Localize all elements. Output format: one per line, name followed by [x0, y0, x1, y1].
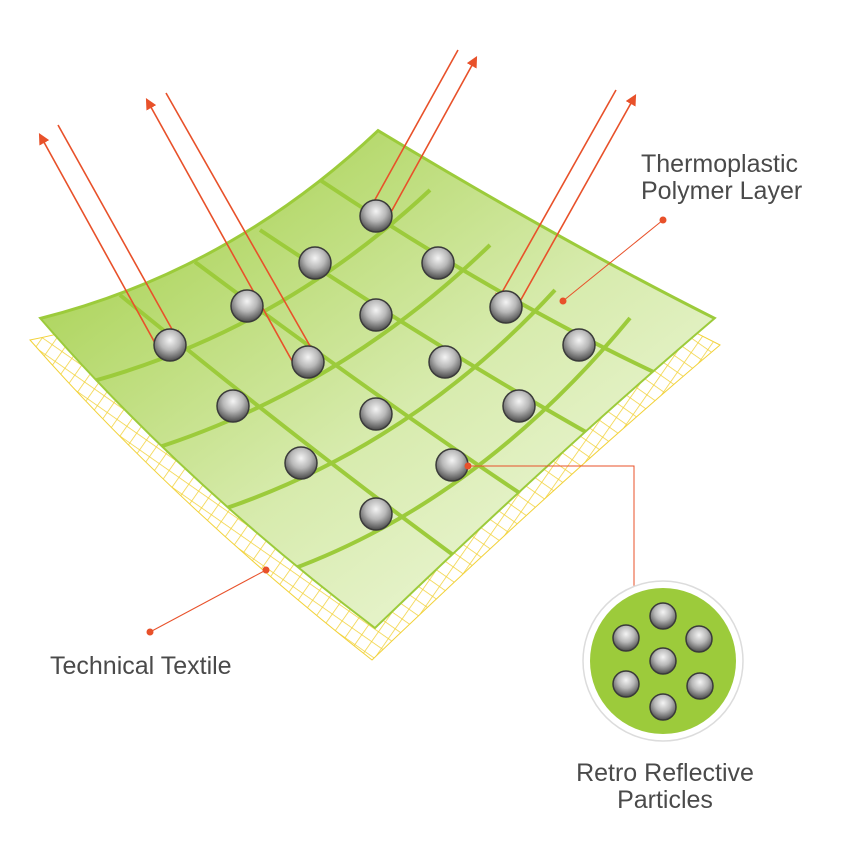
bead-icon — [649, 693, 677, 721]
bead-icon — [489, 290, 523, 324]
bead-icon — [230, 289, 264, 323]
thermoplastic-label: Thermoplastic Polymer Layer — [641, 151, 802, 205]
bead-icon — [284, 446, 318, 480]
particles-leader — [468, 465, 635, 610]
bead-icon — [216, 389, 250, 423]
retro-label-line1: Retro Reflective — [576, 759, 754, 787]
sheet-beads — [153, 199, 596, 531]
bead-icon — [686, 672, 714, 700]
bead-icon — [649, 602, 677, 630]
light-rays — [38, 49, 637, 369]
bead-icon — [502, 389, 536, 423]
bead-icon — [421, 246, 455, 280]
bead-icon — [428, 345, 462, 379]
technical-textile-label-text: Technical Textile — [50, 652, 232, 680]
thermoplastic-label-line1: Thermoplastic — [641, 150, 798, 178]
bead-icon — [153, 328, 187, 362]
arrow-icon — [38, 133, 161, 353]
arrow-icon — [57, 124, 180, 342]
bead-icon — [685, 625, 713, 653]
bead-icon — [359, 497, 393, 531]
bead-icon — [359, 298, 393, 332]
bead-icon — [562, 328, 596, 362]
arrow-icon — [513, 94, 637, 313]
arrow-icon — [365, 49, 459, 216]
bead-icon — [612, 670, 640, 698]
bead-icon — [298, 246, 332, 280]
callouts — [146, 216, 667, 636]
bead-icon — [359, 397, 393, 431]
bead-icon — [612, 624, 640, 652]
textile-leader — [149, 569, 267, 633]
thermoplastic-leader — [562, 219, 664, 302]
technical-textile-label: Technical Textile — [50, 653, 232, 680]
bead-icon — [359, 199, 393, 233]
bead-icon — [435, 448, 469, 482]
arrow-icon — [165, 92, 320, 362]
retro-reflective-label: Retro Reflective Particles — [560, 760, 770, 814]
retro-label-line2: Particles — [617, 786, 713, 814]
arrow-icon — [384, 56, 478, 224]
thermoplastic-label-line2: Polymer Layer — [641, 177, 803, 205]
bead-icon — [291, 345, 325, 379]
arrow-icon — [494, 89, 617, 305]
particle-magnifier — [582, 580, 744, 742]
bead-icon — [649, 647, 677, 675]
arrow-icon — [145, 98, 297, 369]
